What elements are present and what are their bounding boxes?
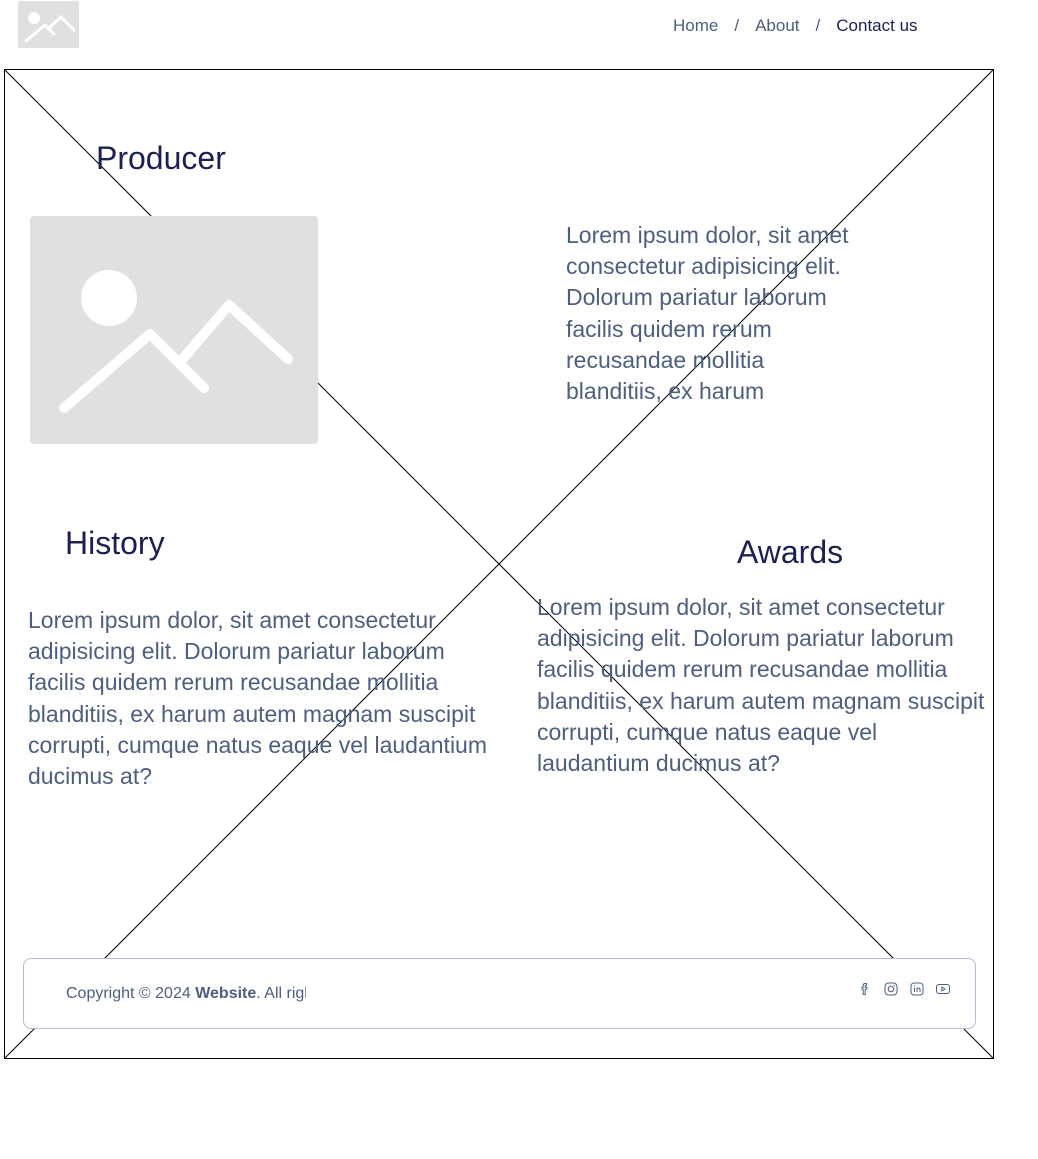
breadcrumb-contact-link[interactable]: Contact us bbox=[836, 16, 918, 35]
youtube-icon[interactable] bbox=[935, 981, 951, 997]
copyright-prefix: Copyright © 2024 bbox=[66, 985, 196, 1002]
history-heading: History bbox=[65, 525, 165, 561]
breadcrumb-home-link[interactable]: Home bbox=[673, 16, 719, 35]
social-links bbox=[857, 981, 951, 997]
producer-description: Lorem ipsum dolor, sit amet consectetur … bbox=[566, 222, 849, 405]
breadcrumb-separator: / bbox=[815, 16, 821, 35]
copyright-brand: Website bbox=[195, 985, 257, 1002]
producer-image-placeholder-icon bbox=[30, 216, 318, 444]
copyright-suffix: . All rights reserved. bbox=[256, 985, 306, 1002]
awards-heading: Awards bbox=[737, 534, 844, 570]
footer: Copyright © 2024 Website. All rights res… bbox=[23, 958, 976, 1029]
producer-heading: Producer bbox=[96, 140, 226, 176]
breadcrumb: Home / About / Contact us bbox=[673, 15, 918, 37]
linkedin-icon[interactable] bbox=[909, 981, 925, 997]
facebook-icon[interactable] bbox=[857, 981, 873, 997]
breadcrumb-separator: / bbox=[734, 16, 740, 35]
history-description: Lorem ipsum dolor, sit amet consectetur … bbox=[28, 607, 488, 790]
logo-image-placeholder-icon[interactable] bbox=[18, 1, 79, 48]
breadcrumb-about-link[interactable]: About bbox=[755, 16, 800, 35]
copyright-text: Copyright © 2024 Website. All rights res… bbox=[66, 983, 306, 1005]
awards-description: Lorem ipsum dolor, sit amet consectetur … bbox=[537, 594, 985, 777]
instagram-icon[interactable] bbox=[883, 981, 899, 997]
